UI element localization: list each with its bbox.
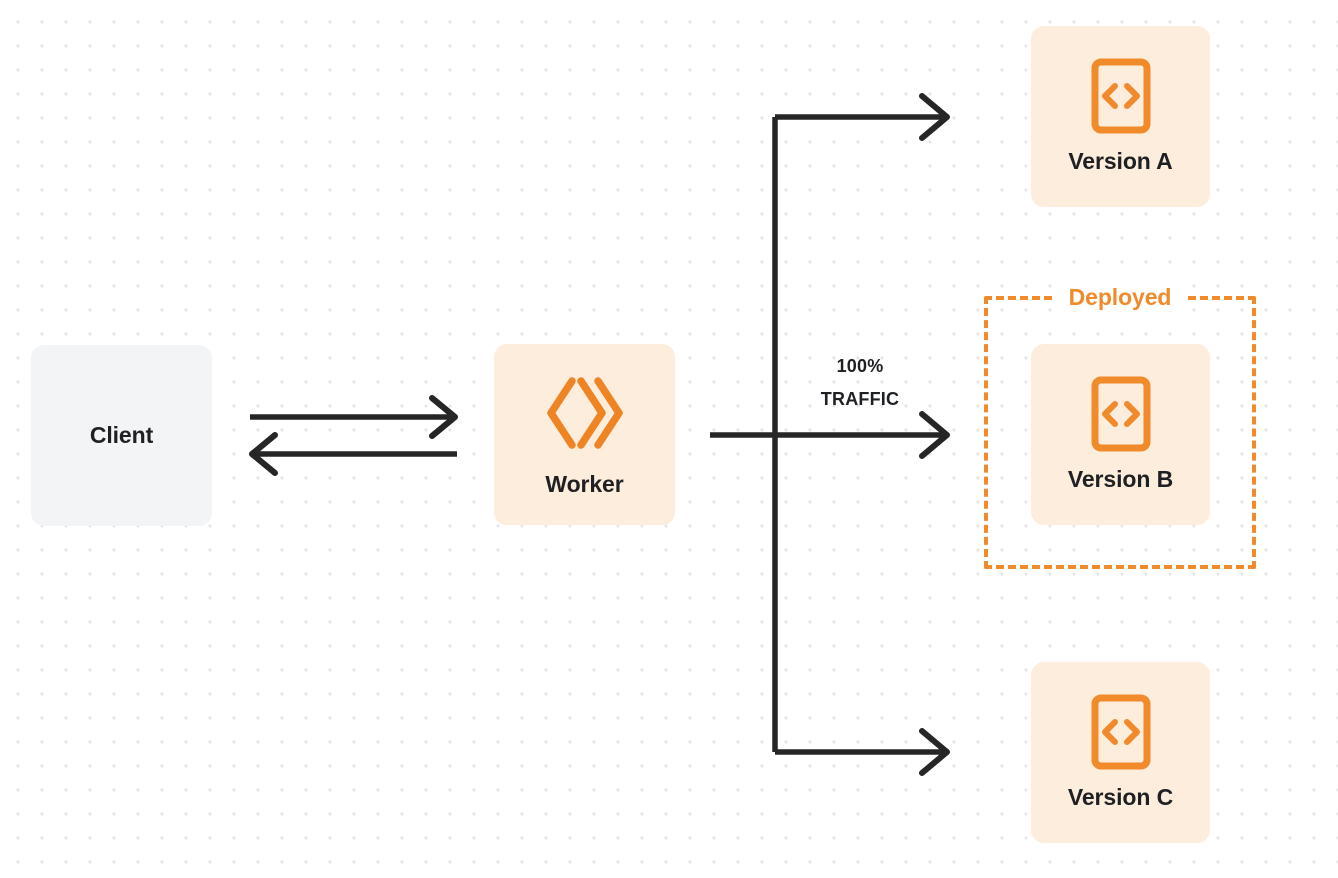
code-file-icon: [1090, 694, 1152, 770]
traffic-label: 100% TRAFFIC: [790, 350, 930, 416]
edge-to-version-b: [710, 411, 950, 459]
edge-worker-to-client: [249, 432, 457, 476]
node-version-a-label: Version A: [1068, 148, 1173, 174]
node-worker-label: Worker: [545, 471, 624, 497]
node-version-a[interactable]: Version A: [1031, 26, 1210, 207]
traffic-percent: 100%: [836, 356, 884, 376]
edge-client-to-worker: [250, 395, 458, 439]
code-file-icon: [1090, 376, 1152, 452]
edge-to-version-a: [775, 93, 950, 141]
node-client-label: Client: [89, 422, 154, 448]
node-version-c-label: Version C: [1067, 784, 1174, 810]
code-file-icon: [1090, 58, 1152, 134]
node-worker[interactable]: Worker: [494, 344, 675, 525]
edge-to-version-c: [775, 728, 950, 776]
deployed-group-label: Deployed: [1055, 284, 1185, 311]
traffic-target: TRAFFIC: [820, 389, 900, 409]
node-version-b-label: Version B: [1067, 466, 1174, 492]
node-client[interactable]: Client: [31, 345, 212, 526]
node-version-c[interactable]: Version C: [1031, 662, 1210, 843]
cloudflare-workers-logo-icon: [543, 371, 627, 455]
deployed-group: Deployed: [984, 284, 1256, 569]
node-version-b[interactable]: Version B: [1031, 344, 1210, 525]
